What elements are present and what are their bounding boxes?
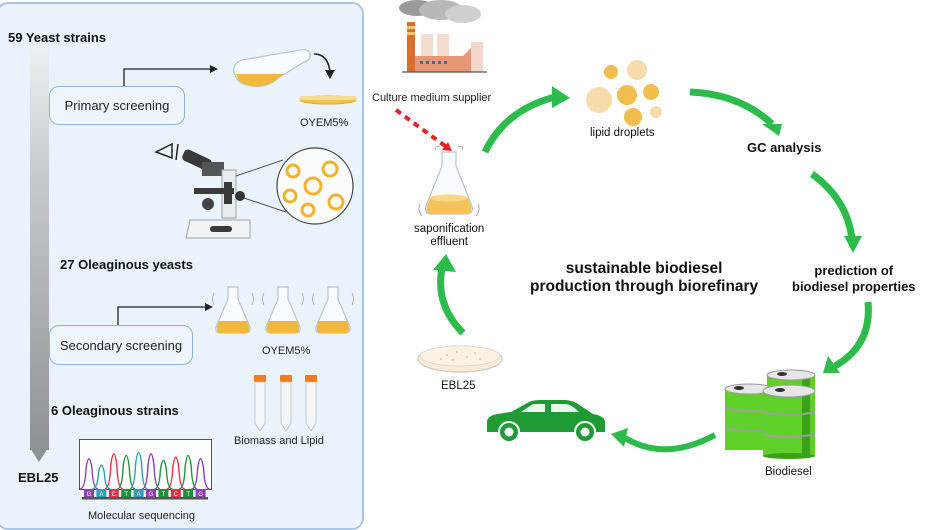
base-tag [183,489,194,497]
lipid-droplets-label: lipid droplets [590,127,655,139]
secondary-screening-box: Secondary screening [49,325,193,365]
chromatogram-peak [92,464,111,490]
sequencing-label: Molecular sequencing [88,510,196,522]
base-tag [108,489,119,497]
base-letter: T [162,492,166,498]
medium-label-1: OYEM5% [300,117,349,129]
secondary-connector-line [117,306,205,326]
arrow-strain-to-effluent [437,267,466,336]
chromatogram-peak [141,453,161,490]
medium-label-2: OYEM5% [262,345,311,357]
base-letter: T [124,492,128,498]
base-tag [195,489,206,497]
prediction-label-line2: biodiesel properties [792,279,916,294]
stage-59-yeast-strains: 59 Yeast strains [8,30,107,45]
arrow-effluent-to-lipid [481,93,556,154]
stage-6-oleaginous-strains: 6 Oleaginous strains [51,403,179,418]
chromatogram-peak [179,454,198,490]
supplier-dashed-arrow [394,108,450,150]
base-tag [158,489,169,497]
stage-ebl25: EBL25 [18,470,59,485]
base-letter: C [112,492,117,498]
chromatogram-peak [79,458,99,490]
base-tag [121,489,132,497]
base-tag [170,489,181,497]
effluent-label-line2: effluent [430,236,468,248]
factory-icon [399,0,487,73]
biodiesel-barrels-icon [724,369,816,459]
base-tag [84,489,94,497]
base-tag [146,489,156,497]
arrow-lipid-to-gc [689,88,775,127]
center-title: sustainable biodiesel production through… [530,260,758,296]
base-letter: C [174,492,179,498]
primary-screening-box: Primary screening [49,86,185,125]
screening-bar-arrowhead [30,448,48,462]
chromatogram-peak [104,453,124,490]
petri-dish-icon [417,345,503,373]
base-tag [133,489,144,497]
base-letter: A [137,492,141,498]
strain-label: EBL25 [441,380,476,392]
biodiesel-label: Biodiesel [765,466,812,478]
supplier-label: Culture medium supplier [372,92,492,104]
base-letter: T [186,492,190,498]
secondary-connector-arrowhead [205,303,213,311]
microscope-icon [154,142,354,239]
eye-icon [154,142,173,160]
effluent-flask-icon [418,145,480,217]
gc-analysis-label: GC analysis [747,140,822,155]
arrow-biodiesel-to-car [623,432,717,453]
primary-connector-line [123,68,210,86]
chromatogram-frame [79,439,212,490]
arrow-prediction-to-biodiesel [833,301,872,370]
tubes-label: Biomass and Lipid [234,435,324,447]
arrow-gc-to-prediction [809,171,856,241]
primary-screening-label: Primary screening [64,98,170,113]
centrifuge-tubes-icon [254,374,318,432]
screening-progress-bar [30,46,49,450]
chromatogram-peak [129,451,148,490]
base-letter: A [99,492,103,498]
center-title-line1: sustainable biodiesel [565,260,723,277]
effluent-label: saponification effluent [414,223,484,249]
shaking-flasks-icon [212,286,355,334]
center-title-line2: production through biorefinary [530,278,759,295]
base-letter: G [149,492,154,498]
stage-27-oleaginous-yeasts: 27 Oleaginous yeasts [60,257,193,272]
chromatogram-peak [117,454,136,490]
base-letter: G [198,492,203,498]
chromatogram-peak [154,459,173,490]
effluent-label-line1: saponification [414,223,485,235]
lipid-droplets-icon [586,60,662,126]
prediction-label-line1: prediction of [814,263,894,278]
secondary-screening-label: Secondary screening [59,337,183,353]
chromatogram-peak [191,458,210,490]
base-letter: G [87,492,92,498]
primary-connector-arrowhead [210,65,218,73]
prediction-label: prediction of biodiesel properties [792,263,916,295]
chromatogram-peak [166,456,185,490]
car-icon [487,400,605,443]
pouring-flask-icon [233,48,357,105]
base-tag [96,489,107,497]
